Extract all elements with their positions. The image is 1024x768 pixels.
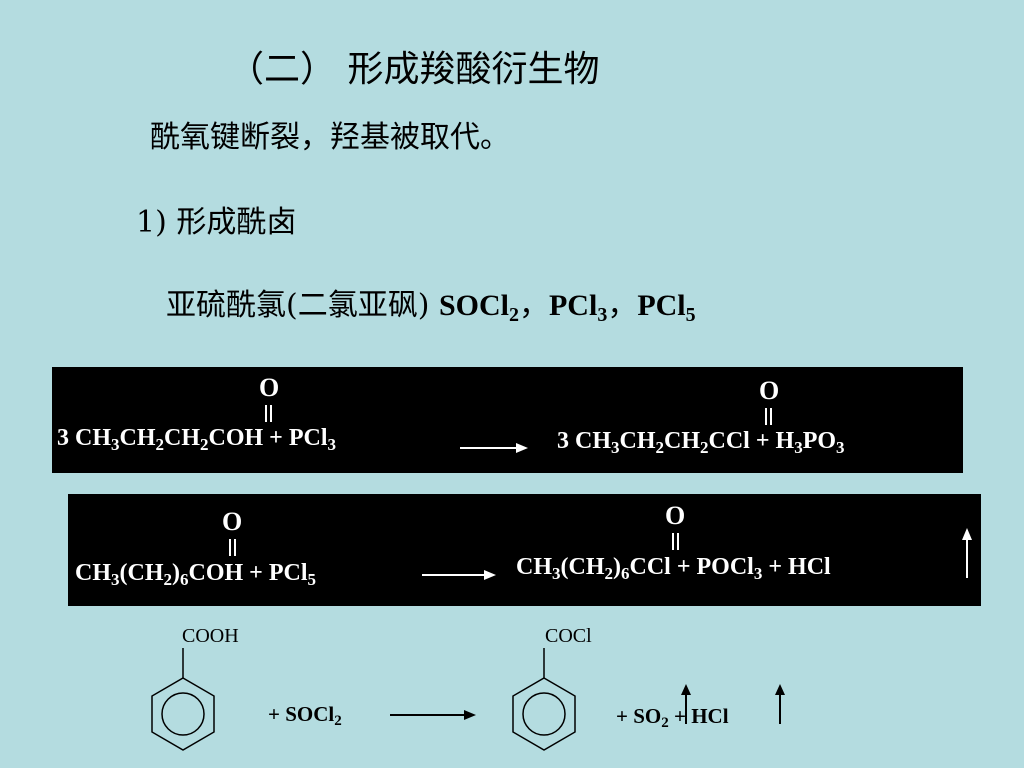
reaction-arrow-icon: [390, 710, 476, 720]
reaction1-products: 3 CH3CH2CH2CCl + H3PO3: [557, 428, 845, 457]
separator: ，: [607, 288, 638, 323]
reaction2-reactants: CH3(CH2)6COH + PCl5: [75, 560, 317, 589]
socl2-formula: SOCl2: [438, 289, 519, 326]
reagent-socl2: + SOCl2: [268, 702, 342, 729]
double-bond: [765, 408, 772, 425]
reagent-prefix: 亚硫酰氯(二氯亚砜): [166, 288, 439, 323]
double-bond: [229, 539, 236, 556]
reaction3-byproducts: + SO2 + HCl: [616, 704, 729, 731]
separator: ，: [518, 288, 549, 323]
reaction2-products: CH3(CH2)6CCl + POCl3 + HCl: [516, 554, 831, 583]
benzene-ring-icon: [512, 648, 576, 751]
section-heading: 1) 形成酰卤: [136, 205, 297, 240]
cocl-group-label: COCl: [545, 625, 592, 647]
reaction-arrow-icon: [422, 570, 496, 580]
reaction-panel-1: O 3 CH3CH2CH2COH + PCl3 O 3 CH3CH2CH2CCl…: [52, 367, 963, 473]
pcl5-formula: PCl5: [637, 289, 696, 326]
reaction-panel-2: O CH3(CH2)6COH + PCl5 O CH3(CH2)6CCl + P…: [68, 494, 981, 606]
gas-arrow-icon: [962, 528, 972, 578]
double-bond: [672, 533, 679, 550]
carbonyl-oxygen: O: [665, 501, 686, 530]
slide-title: （二） 形成羧酸衍生物: [228, 49, 600, 90]
gas-arrow-icon: [775, 684, 785, 724]
carbonyl-oxygen: O: [259, 373, 280, 402]
reaction-arrow-icon: [460, 443, 528, 453]
benzene-ring-icon: [151, 648, 215, 751]
slide-subtitle: 酰氧键断裂，羟基被取代。: [150, 120, 510, 155]
gas-arrow-icon: [681, 684, 691, 724]
cooh-group-label: COOH: [182, 625, 239, 647]
pcl3-formula: PCl3: [548, 289, 608, 326]
carbonyl-oxygen: O: [759, 376, 780, 405]
reaction1-reactants: 3 CH3CH2CH2COH + PCl3: [57, 425, 337, 454]
carbonyl-oxygen: O: [222, 507, 243, 536]
double-bond: [265, 405, 272, 422]
reagent-line: 亚硫酰氯(二氯亚砜) SOCl2，PCl3，PCl5: [166, 280, 696, 327]
